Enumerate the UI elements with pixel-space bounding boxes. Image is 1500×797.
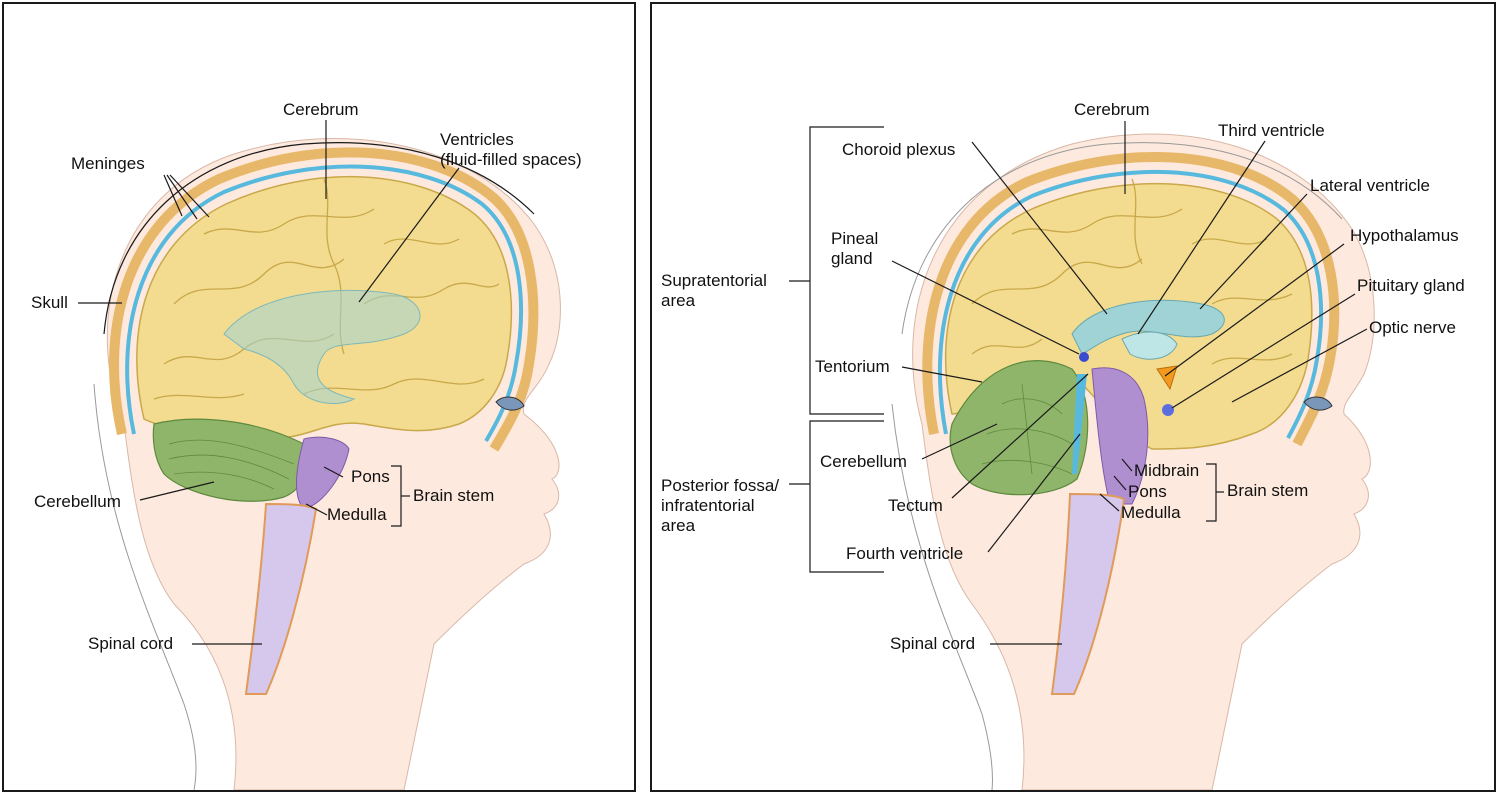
right-third-ventricle [1121, 331, 1178, 360]
left-skull-band [109, 147, 539, 452]
right-pituitary [1162, 404, 1174, 416]
right-skull-band [922, 151, 1340, 447]
label-pituitary-gland: Pituitary gland [1357, 276, 1465, 295]
right-hypothalamus [1156, 365, 1178, 391]
right-leader-lines [891, 121, 1368, 645]
label-medulla-right: Medulla [1121, 503, 1181, 522]
right-head-illustration [789, 121, 1375, 790]
label-brain-stem-right: Brain stem [1227, 481, 1309, 500]
label-cerebrum-right: Cerebrum [1074, 100, 1150, 119]
left-cerebellum-folia [168, 439, 295, 490]
left-cerebellum [152, 418, 309, 502]
left-leader-lines [78, 120, 460, 645]
label-skull: Skull [31, 293, 68, 312]
right-gyri [971, 178, 1293, 365]
label-medulla: Medulla [327, 505, 387, 524]
right-lateral-ventricle [1071, 299, 1225, 355]
left-csf-layer [125, 164, 523, 443]
label-lateral-ventricle: Lateral ventricle [1310, 176, 1431, 195]
label-third-ventricle: Third ventricle [1218, 121, 1325, 140]
right-cerebellum [949, 360, 1089, 496]
label-hypothalamus: Hypothalamus [1350, 226, 1459, 245]
label-cerebellum-right: Cerebellum [820, 452, 907, 471]
label-midbrain: Midbrain [1134, 461, 1200, 480]
left-head-illustration [78, 120, 561, 790]
right-eye [1303, 396, 1333, 411]
right-panel: Cerebrum Choroid plexus Third ventricle … [650, 2, 1496, 792]
left-ventricles [223, 289, 421, 405]
label-meninges: Meninges [71, 154, 145, 173]
right-fourth-ventricle [1072, 374, 1087, 474]
right-spinal-cord [1050, 492, 1126, 695]
right-brackets [789, 126, 1224, 573]
label-cerebellum: Cerebellum [34, 492, 121, 511]
label-pineal-gland: Pineal gland [831, 229, 879, 268]
label-optic-nerve: Optic nerve [1369, 318, 1456, 337]
label-pons-right: Pons [1128, 482, 1167, 501]
left-brainstem [296, 436, 350, 510]
label-pons: Pons [351, 467, 390, 486]
label-posterior-fossa: Posterior fossa/ infratentorial area [661, 476, 780, 535]
label-cerebrum: Cerebrum [283, 100, 359, 119]
left-panel: Cerebrum Ventricles (fluid-filled spaces… [2, 2, 636, 792]
label-choroid-plexus: Choroid plexus [842, 140, 956, 159]
label-tectum: Tectum [888, 496, 943, 515]
right-hair-outline [891, 403, 993, 790]
label-ventricles: Ventricles (fluid-filled spaces) [440, 130, 582, 169]
label-spinal-cord: Spinal cord [88, 634, 174, 653]
left-scalp-outline [103, 142, 535, 335]
right-brainstem [1091, 367, 1149, 505]
right-csf-layer [937, 169, 1324, 439]
label-supratentorial-area: Supratentorial area [661, 271, 767, 310]
right-pineal [1079, 352, 1089, 362]
label-brain-stem: Brain stem [413, 486, 495, 505]
right-scalp-outline [901, 142, 1343, 335]
label-fourth-ventricle: Fourth ventricle [846, 544, 964, 563]
left-eye [495, 396, 525, 411]
left-spinal-cord [244, 502, 318, 695]
label-spinal-cord-right: Spinal cord [890, 634, 976, 653]
label-tentorium: Tentorium [815, 357, 890, 376]
left-hair-outline [93, 383, 197, 790]
